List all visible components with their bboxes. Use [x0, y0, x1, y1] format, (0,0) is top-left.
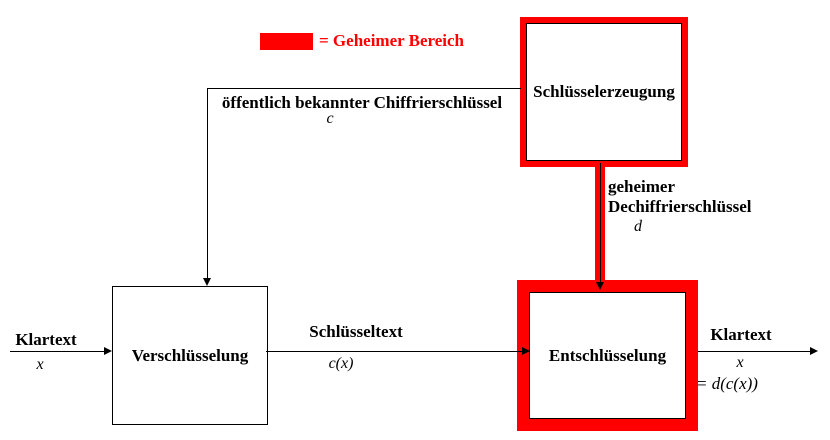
box-decryption-inner: Entschlüsselung	[529, 292, 686, 419]
box-key-generation: Schlüsselerzeugung	[520, 17, 688, 167]
ciphertext-symbol: c(x)	[328, 355, 354, 372]
secret-key-arrowhead-down-icon	[596, 282, 604, 290]
box-key-generation-inner: Schlüsselerzeugung	[526, 23, 682, 161]
plaintext-out-arrowhead-icon	[810, 347, 818, 355]
legend-secret-area-swatch	[260, 33, 313, 50]
secret-key-symbol: d	[634, 218, 642, 235]
plaintext-in-label: Klartext	[15, 330, 77, 349]
public-key-label: öffentlich bekannter Chiffrierschlüssel	[221, 93, 503, 112]
plaintext-out-symbol: x	[736, 354, 744, 371]
box-decryption: Entschlüsselung	[517, 280, 698, 431]
legend-label: = Geheimer Bereich	[319, 31, 465, 50]
ciphertext-arrowhead-icon	[522, 347, 530, 355]
ciphertext-label: Schlüsseltext	[309, 322, 403, 341]
public-key-symbol: c	[326, 110, 334, 127]
plaintext-in-arrowhead-icon	[104, 347, 112, 355]
plaintext-out-equation: = d(c(x))	[696, 374, 758, 393]
box-encryption: Verschlüsselung	[112, 286, 268, 425]
ciphertext-line	[266, 351, 522, 352]
plaintext-out-line	[698, 351, 810, 352]
box-decryption-label: Entschlüsselung	[548, 345, 667, 365]
secret-key-label-line1: geheimer	[608, 177, 676, 196]
plaintext-out-label: Klartext	[710, 325, 772, 344]
plaintext-in-symbol: x	[36, 356, 44, 373]
box-key-generation-label: Schlüsselerzeugung	[533, 82, 675, 101]
secret-key-line	[600, 163, 601, 283]
box-encryption-label: Verschlüsselung	[131, 345, 249, 365]
public-key-arrowhead-down-icon	[203, 278, 211, 286]
public-key-line-horizontal	[207, 88, 521, 89]
secret-key-label-line2: Dechiffrierschlüssel	[608, 197, 752, 216]
plaintext-in-line	[10, 351, 104, 352]
public-key-line-vertical	[207, 88, 208, 279]
